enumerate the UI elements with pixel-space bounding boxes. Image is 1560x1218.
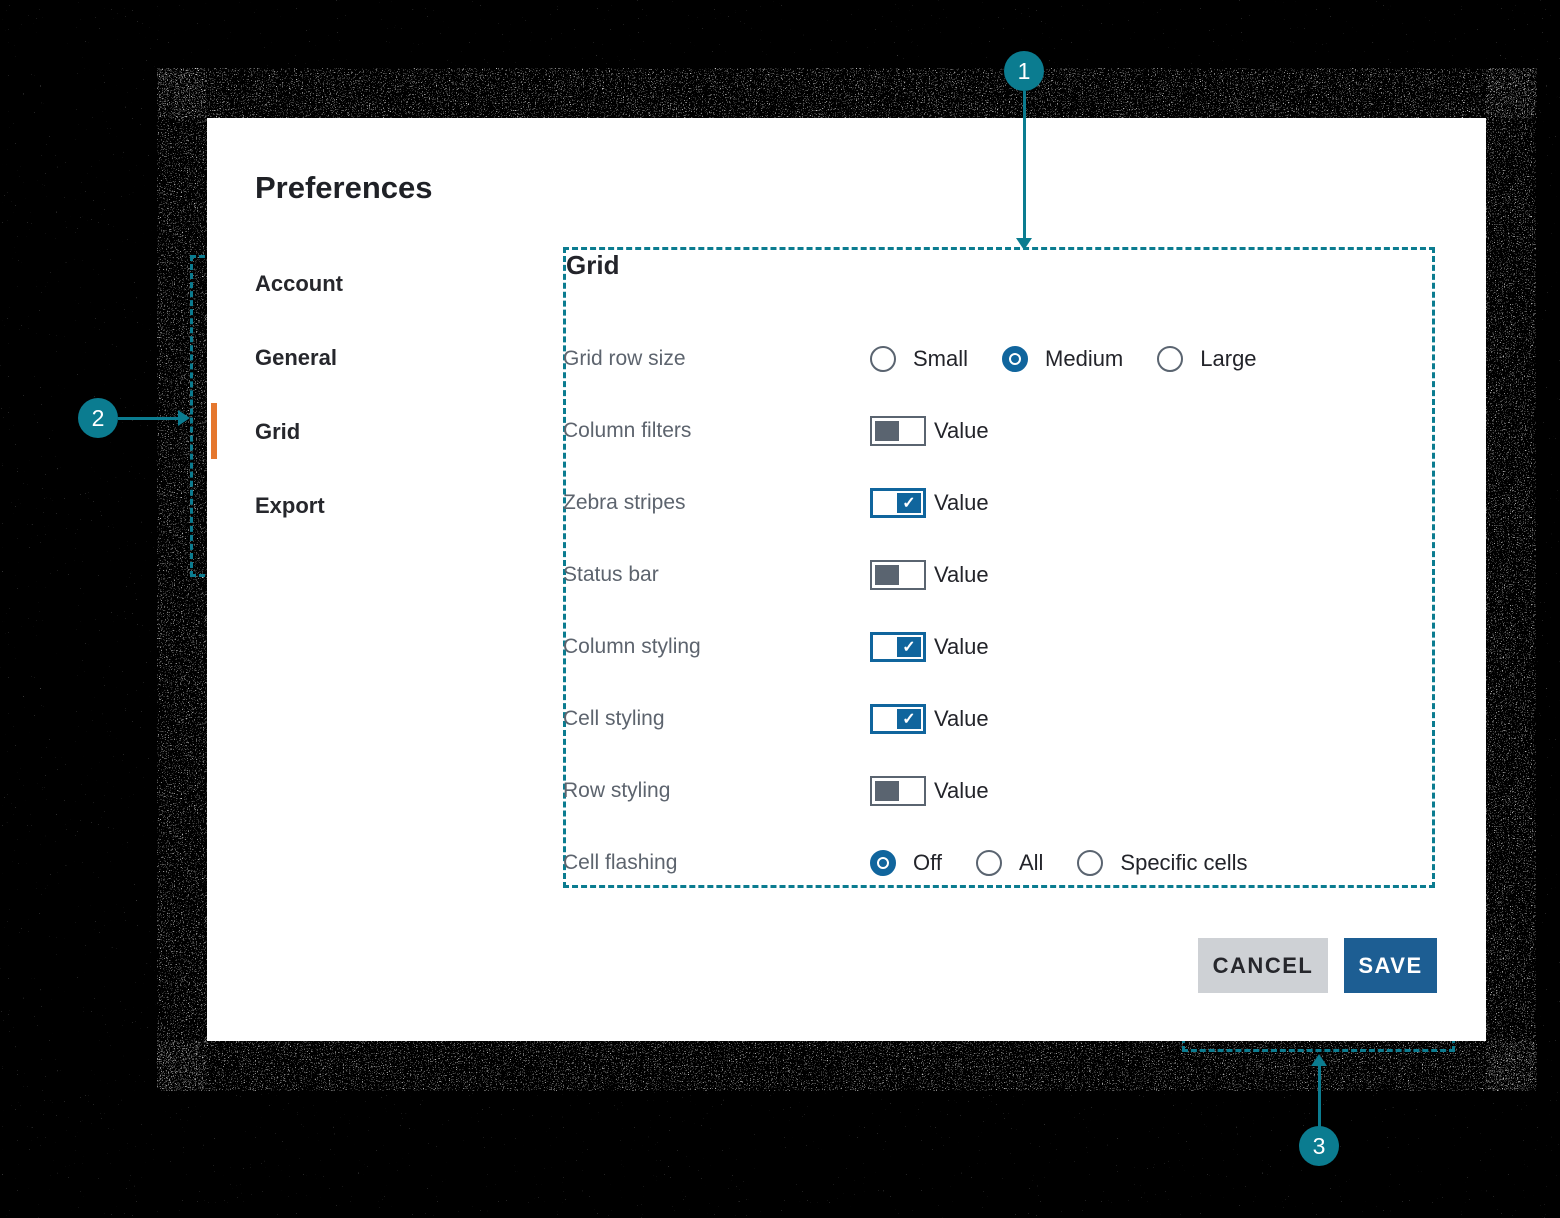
check-icon: ✓ [897,637,921,657]
zebra-stripes-toggle[interactable]: ✓ [870,488,926,518]
radio-specific-cells[interactable] [1077,850,1104,876]
setting-row: Row styling Value [563,773,1433,809]
radio-dot-icon [1011,355,1020,363]
annotation-marker-1: 1 [1004,51,1044,91]
setting-label: Status bar [563,563,659,586]
setting-row: Column filters Value [563,413,1433,449]
setting-label: Grid row size [563,347,686,370]
setting-label: Row styling [563,779,671,802]
setting-row: Zebra stripes ✓ Value [563,485,1433,521]
page-title: Preferences [255,170,433,205]
setting-label: Column filters [563,419,692,442]
annotation-marker-3: 3 [1299,1126,1339,1166]
cancel-button[interactable]: CANCEL [1198,938,1328,993]
radio-medium[interactable] [1002,346,1029,372]
setting-label: Zebra stripes [563,491,686,514]
radio-group-grid-row-size: Small Medium Large [870,346,1257,372]
setting-label: Column styling [563,635,701,658]
setting-label: Cell styling [563,707,665,730]
toggle-knob [875,421,899,441]
setting-row: Cell styling ✓ Value [563,701,1433,737]
setting-row: Status bar Value [563,557,1433,593]
save-button[interactable]: SAVE [1344,938,1437,993]
annotation-arrow-2-head [178,410,190,426]
radio-label: Off [913,850,942,875]
sidebar-item-export[interactable]: Export [255,493,325,518]
toggle-value-label: Value [934,490,989,515]
radio-label: Large [1200,346,1257,371]
radio-small[interactable] [870,346,896,372]
toggle-value-label: Value [934,634,989,659]
radio-label: All [1018,850,1044,875]
toggle-value-label: Value [934,418,989,443]
annotation-marker-2: 2 [78,398,118,438]
annotation-arrow-1-head [1016,238,1032,250]
radio-label: Medium [1045,346,1124,371]
setting-row: Column styling ✓ Value [563,629,1433,665]
row-styling-toggle[interactable] [870,776,926,806]
radio-label: Specific cells [1120,850,1248,875]
sidebar-item-grid[interactable]: Grid [255,419,301,444]
toggle-value-label: Value [934,562,989,587]
status-bar-toggle[interactable] [870,560,926,590]
toggle-knob [875,565,899,585]
selected-item-indicator [211,403,217,459]
radio-all[interactable] [975,850,1002,876]
setting-row: Cell flashing Off All Specific cells [563,845,1433,881]
panel-heading: Grid [566,250,620,280]
annotation-arrow-3-head [1311,1054,1327,1066]
setting-label: Cell flashing [563,851,678,874]
radio-dot-icon [879,859,887,867]
cell-styling-toggle[interactable]: ✓ [870,704,926,734]
grid-panel-outline [563,247,1435,888]
column-styling-toggle[interactable]: ✓ [870,632,926,662]
check-icon: ✓ [897,709,921,729]
annotation-arrow-3-line [1318,1066,1321,1127]
radio-large[interactable] [1157,346,1184,372]
radio-group-cell-flashing: Off All Specific cells [870,850,1248,876]
sidebar-item-general[interactable]: General [255,345,337,370]
radio-off[interactable] [870,850,896,876]
toggle-value-label: Value [934,706,989,731]
toggle-value-label: Value [934,778,989,803]
annotation-arrow-2-line [118,417,178,420]
radio-label: Small [913,346,969,371]
column-filters-toggle[interactable] [870,416,926,446]
toggle-knob [875,781,899,801]
setting-row: Grid row size Small Medium Large [563,341,1433,377]
sidebar-item-account[interactable]: Account [255,271,343,296]
check-icon: ✓ [897,493,921,513]
annotation-arrow-1-line [1023,91,1026,238]
